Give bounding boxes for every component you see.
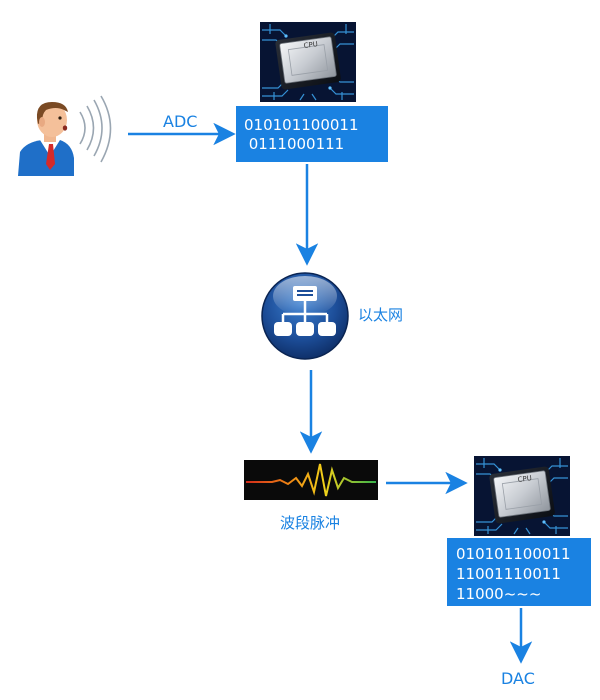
binary-line: 11001110011 <box>456 565 561 583</box>
cpu-chip-icon: CPU <box>473 455 571 537</box>
ethernet-label: 以太网 <box>358 306 403 324</box>
person-speaking-icon <box>18 102 74 176</box>
adc-label: ADC <box>163 112 197 131</box>
binary-box-bottom <box>447 538 591 606</box>
binary-line: 010101100011 <box>456 545 571 563</box>
sound-wave-icon <box>79 95 112 163</box>
cpu-chip-label: CPU <box>517 474 532 484</box>
binary-text-top: 010101100011 0111000111 <box>238 112 388 158</box>
cpu-chip-label: CPU <box>303 40 318 50</box>
network-hierarchy-icon <box>261 272 349 360</box>
binary-text-bottom: 010101100011 11001110011 11000~~~ <box>450 540 592 608</box>
pulse-label: 波段脉冲 <box>280 514 340 532</box>
cpu-chip-icon: CPU <box>259 21 357 103</box>
binary-line: 010101100011 <box>244 116 359 134</box>
binary-line: 0111000111 <box>244 135 345 153</box>
binary-box-top <box>236 106 388 162</box>
waveform-pulse-icon <box>244 460 378 500</box>
dac-label: DAC <box>501 669 535 688</box>
binary-line: 11000~~~ <box>456 585 542 603</box>
